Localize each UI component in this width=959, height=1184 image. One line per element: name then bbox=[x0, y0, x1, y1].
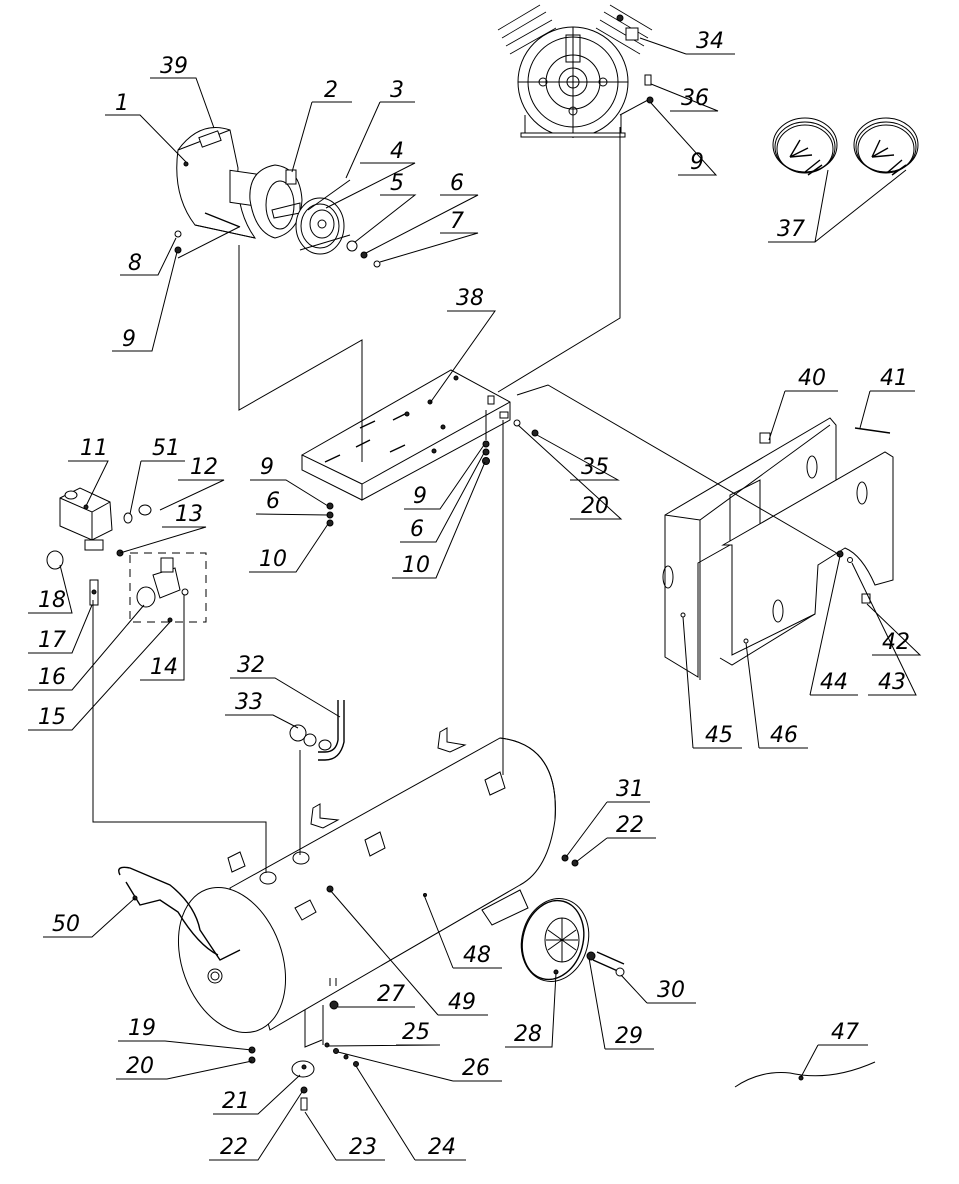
check-valve-assembly bbox=[129, 552, 207, 623]
callout-38: 38 bbox=[456, 286, 484, 311]
callout-48: 48 bbox=[463, 943, 491, 968]
callout-39: 39 bbox=[160, 54, 188, 79]
nut-part-10b bbox=[482, 457, 490, 465]
callout-44: 44 bbox=[820, 670, 848, 695]
callout-49: 49 bbox=[448, 990, 476, 1015]
pulley bbox=[295, 179, 381, 268]
callout-6-base-left: 6 bbox=[266, 489, 280, 514]
drain-hose bbox=[734, 1061, 876, 1088]
bolt-part-35 bbox=[531, 429, 539, 437]
callout-45: 45 bbox=[705, 723, 733, 748]
washer-part-9d bbox=[482, 440, 490, 448]
callout-13: 13 bbox=[175, 502, 203, 527]
base-plate bbox=[300, 369, 511, 501]
discharge-pipe bbox=[289, 700, 345, 761]
callout-43: 43 bbox=[878, 670, 906, 695]
assembly-lines bbox=[92, 99, 841, 873]
washer-part-9 bbox=[174, 246, 182, 254]
callout-29: 29 bbox=[615, 1024, 643, 1049]
callout-11: 11 bbox=[80, 436, 108, 461]
callout-50: 50 bbox=[52, 912, 80, 937]
callout-9-base-left: 9 bbox=[260, 455, 274, 480]
callout-6: 6 bbox=[450, 171, 464, 196]
washer-part-20a bbox=[513, 419, 521, 427]
callout-19: 19 bbox=[128, 1016, 156, 1041]
callouts: 39 1 2 3 4 5 6 7 8 9 34 36 9 bbox=[28, 29, 922, 1161]
wheel bbox=[481, 854, 625, 982]
callout-2: 2 bbox=[324, 78, 338, 103]
callout-5: 5 bbox=[390, 171, 404, 196]
callout-9-motor: 9 bbox=[122, 327, 136, 352]
air-tank bbox=[177, 727, 556, 1034]
tank-foot bbox=[248, 978, 359, 1111]
callout-33: 33 bbox=[235, 690, 263, 715]
bolt-part-36 bbox=[644, 74, 652, 86]
callout-15: 15 bbox=[38, 705, 66, 730]
callout-28: 28 bbox=[514, 1022, 542, 1047]
callout-1: 1 bbox=[115, 91, 129, 116]
bolt-part-8 bbox=[174, 230, 182, 238]
washer-part-9c bbox=[326, 502, 334, 510]
callout-22-wheel: 22 bbox=[616, 813, 644, 838]
washer-part-6c bbox=[482, 448, 490, 456]
callout-23: 23 bbox=[349, 1135, 377, 1160]
callout-16: 16 bbox=[38, 665, 66, 690]
callout-27: 27 bbox=[377, 982, 405, 1007]
callout-31: 31 bbox=[616, 777, 644, 802]
nut-part-10a bbox=[326, 519, 334, 527]
callout-37: 37 bbox=[777, 217, 805, 242]
callout-41: 41 bbox=[880, 366, 908, 391]
callout-10-base-left: 10 bbox=[259, 547, 287, 572]
hose-coils bbox=[772, 117, 919, 176]
callout-4: 4 bbox=[390, 139, 404, 164]
callout-20-foot: 20 bbox=[126, 1054, 154, 1079]
callout-34: 34 bbox=[696, 29, 724, 54]
callout-30: 30 bbox=[657, 978, 685, 1003]
callout-24: 24 bbox=[428, 1135, 456, 1160]
callout-25: 25 bbox=[402, 1020, 430, 1045]
callout-10-base-right: 10 bbox=[402, 553, 430, 578]
callout-14: 14 bbox=[150, 655, 178, 680]
callout-3: 3 bbox=[390, 78, 404, 103]
callout-18: 18 bbox=[38, 588, 66, 613]
callout-17: 17 bbox=[38, 628, 66, 653]
callout-47: 47 bbox=[831, 1020, 859, 1045]
callout-46: 46 bbox=[770, 723, 798, 748]
callout-21: 21 bbox=[222, 1089, 250, 1114]
compressor-pump-head bbox=[497, 4, 653, 138]
callout-22-foot: 22 bbox=[220, 1135, 248, 1160]
callout-7: 7 bbox=[450, 209, 464, 234]
callout-9-head: 9 bbox=[690, 150, 704, 175]
callout-12: 12 bbox=[190, 455, 218, 480]
callout-32: 32 bbox=[237, 653, 265, 678]
callout-20-base: 20 bbox=[581, 494, 609, 519]
callout-51: 51 bbox=[152, 436, 180, 461]
belt-guard bbox=[662, 417, 894, 680]
callout-8: 8 bbox=[128, 251, 142, 276]
pressure-switch bbox=[46, 487, 152, 606]
motor bbox=[176, 127, 303, 239]
callout-35: 35 bbox=[581, 455, 609, 480]
callout-26: 26 bbox=[462, 1056, 490, 1081]
callout-36: 36 bbox=[681, 86, 709, 111]
callout-6-base-right: 6 bbox=[410, 517, 424, 542]
callout-9-base-right: 9 bbox=[413, 484, 427, 509]
callout-40: 40 bbox=[798, 366, 826, 391]
